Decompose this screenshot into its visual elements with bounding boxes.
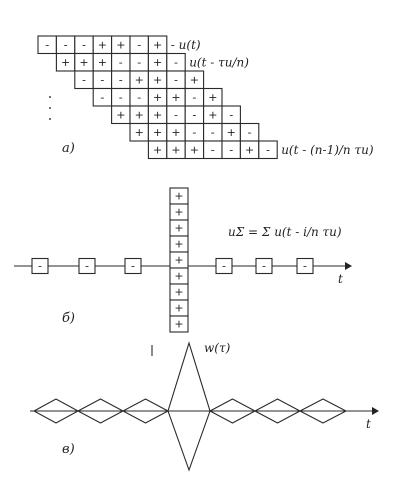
- code-cell-sign: -: [100, 91, 104, 104]
- code-cell-sign: -: [266, 143, 270, 156]
- code-cell-sign: -: [119, 73, 123, 86]
- sum-center-cell: [169, 315, 189, 333]
- panel-b-sum-cells: - - - - - - + + + + + + + + +: [31, 187, 314, 333]
- sum-center-sign: +: [174, 286, 183, 299]
- code-cell: [258, 140, 278, 160]
- axis-c-arrow: [372, 407, 379, 415]
- code-cell-sign: -: [229, 108, 233, 121]
- code-cell-sign: -: [119, 56, 123, 69]
- sum-side-sign: -: [222, 260, 226, 273]
- side-lobe-diamond: [298, 398, 348, 424]
- sum-center-sign: +: [174, 302, 183, 315]
- code-cell-sign: -: [192, 91, 196, 104]
- code-cell-sign: +: [79, 56, 88, 69]
- code-cell-sign: +: [171, 91, 180, 104]
- code-cell-sign: +: [153, 108, 162, 121]
- code-cell-sign: +: [171, 143, 180, 156]
- sum-side-sign: -: [85, 260, 89, 273]
- sum-side-sign: -: [131, 260, 135, 273]
- code-cell-sign: -: [64, 38, 68, 51]
- sum-formula: uΣ = Σ u(t - i/n τи): [228, 225, 342, 239]
- code-cell-sign: +: [135, 73, 144, 86]
- code-cell-sign: -: [137, 38, 141, 51]
- code-cell-sign: +: [190, 143, 199, 156]
- row-label-last: u(t - (n-1)/n τи): [281, 143, 374, 157]
- sum-center-sign: +: [174, 190, 183, 203]
- code-cell-sign: +: [245, 143, 254, 156]
- code-cell-sign: +: [98, 56, 107, 69]
- sum-side-sign: -: [38, 260, 42, 273]
- code-cell-sign: -: [119, 91, 123, 104]
- panel-c-label: в): [62, 442, 75, 457]
- sum-side-cell: [296, 257, 314, 275]
- axis-b-arrow: [345, 262, 352, 270]
- code-cell-sign: -: [174, 108, 178, 121]
- sum-side-sign: -: [303, 260, 307, 273]
- sum-center-sign: +: [174, 238, 183, 251]
- sum-center-sign: +: [174, 254, 183, 267]
- code-cell-sign: -: [211, 143, 215, 156]
- code-cell-sign: -: [45, 38, 49, 51]
- code-cell-sign: -: [248, 126, 252, 139]
- sum-side-cell: [255, 257, 273, 275]
- row-label-second: u(t - τи/n): [189, 55, 249, 69]
- code-cell-sign: -: [174, 56, 178, 69]
- code-cell-sign: +: [61, 56, 70, 69]
- curve-label: w(τ): [204, 341, 231, 355]
- panel-c-triangles: [32, 341, 348, 472]
- sum-side-sign: -: [262, 260, 266, 273]
- code-cell-sign: -: [211, 126, 215, 139]
- code-cell-sign: +: [135, 108, 144, 121]
- code-cell-sign: -: [192, 126, 196, 139]
- code-cell-sign: +: [153, 143, 162, 156]
- panel-b-label: б): [62, 311, 75, 326]
- code-cell-sign: +: [171, 126, 180, 139]
- code-cell-sign: +: [135, 126, 144, 139]
- code-cell-sign: +: [208, 108, 217, 121]
- code-cell-sign: +: [208, 91, 217, 104]
- main-lobe-diamond: [167, 341, 211, 472]
- code-cell-sign: +: [227, 126, 236, 139]
- sum-side-cell: [215, 257, 233, 275]
- sum-side-cell: [124, 257, 142, 275]
- code-cell-sign: -: [229, 143, 233, 156]
- sum-side-cell: [78, 257, 96, 275]
- code-cell-sign: -: [137, 56, 141, 69]
- panel-a-code-rows: ---++-++++--+----++-+---++-++++--+-+++--…: [37, 35, 278, 160]
- code-cell-sign: +: [153, 91, 162, 104]
- sum-center-sign: +: [174, 222, 183, 235]
- sum-center-sign: +: [174, 270, 183, 283]
- code-cell-sign: -: [137, 91, 141, 104]
- code-cell-sign: +: [116, 38, 125, 51]
- axis-c-label: t: [366, 417, 371, 431]
- code-cell-sign: +: [153, 73, 162, 86]
- sum-side-cell: [31, 257, 49, 275]
- sum-center-sign: +: [174, 318, 183, 331]
- code-cell-sign: +: [98, 38, 107, 51]
- code-cell-sign: +: [190, 73, 199, 86]
- code-cell-sign: -: [82, 38, 86, 51]
- code-cell-sign: +: [116, 108, 125, 121]
- axis-b-label: t: [338, 272, 343, 286]
- code-cell-sign: +: [153, 38, 162, 51]
- sum-center-sign: +: [174, 206, 183, 219]
- code-cell-sign: -: [174, 73, 178, 86]
- code-cell-sign: +: [153, 56, 162, 69]
- code-cell-sign: -: [100, 73, 104, 86]
- code-cell-sign: -: [192, 108, 196, 121]
- code-cell-sign: -: [82, 73, 86, 86]
- code-cell-sign: +: [153, 126, 162, 139]
- vertical-ellipsis: [49, 96, 51, 120]
- row-label-first: - u(t): [171, 38, 201, 52]
- panel-a-label: a): [62, 141, 75, 156]
